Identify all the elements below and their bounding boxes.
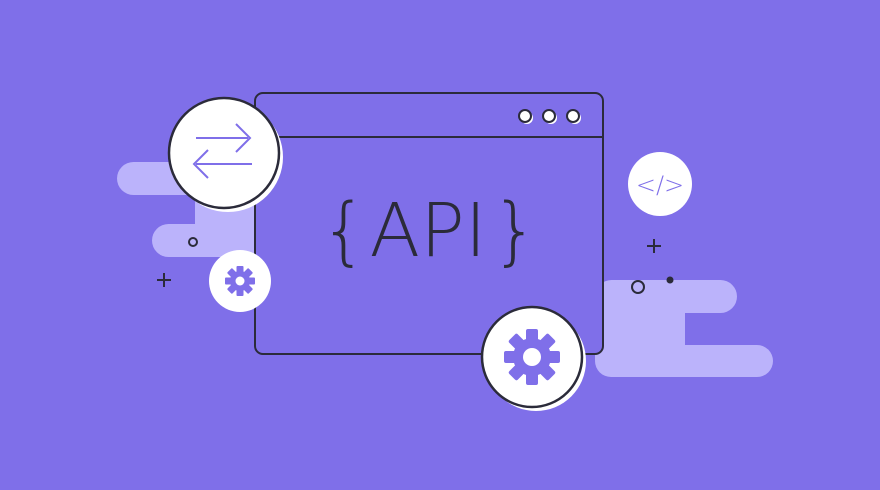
plus-icon <box>157 273 171 287</box>
transfer-arrows-icon <box>167 96 283 212</box>
code-icon-text: </> <box>636 171 684 199</box>
window-dots-icon <box>518 109 581 124</box>
code-icon: </> <box>628 152 692 216</box>
large-gear-icon <box>480 305 586 411</box>
close-brace: } <box>491 188 538 274</box>
decorations <box>157 237 674 294</box>
open-brace: { <box>320 188 367 274</box>
small-ring-icon <box>631 280 645 294</box>
right-cloud <box>595 280 773 377</box>
small-gear-icon <box>209 250 271 312</box>
small-ring-icon <box>188 237 198 247</box>
plus-icon <box>647 239 661 253</box>
dot-icon <box>666 276 674 284</box>
browser-window: { API } <box>254 92 604 355</box>
api-title: API <box>369 188 486 274</box>
